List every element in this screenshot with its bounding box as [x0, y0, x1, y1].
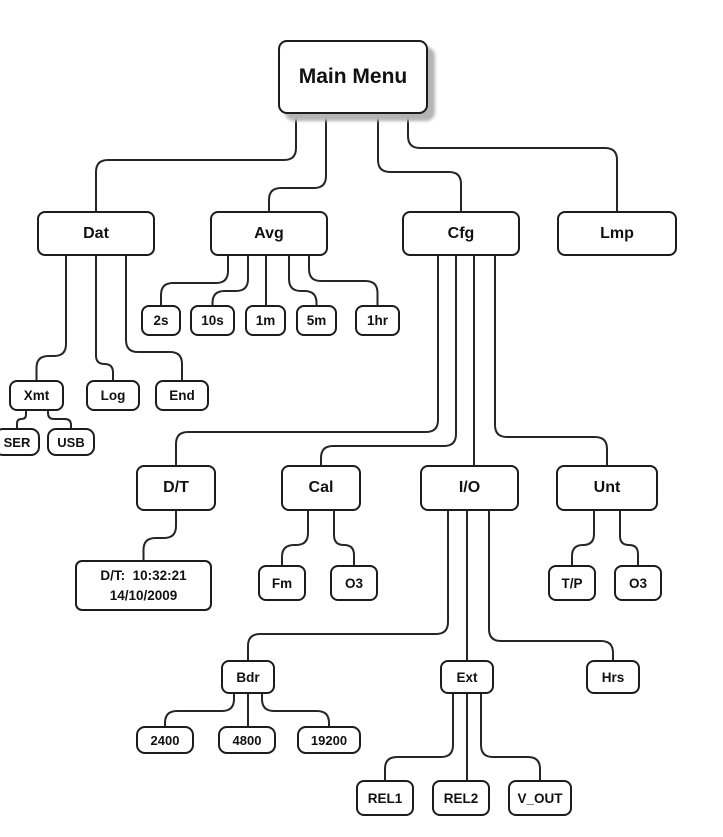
connector-xmt-usb [47, 411, 72, 428]
connector-cfg-cal [320, 256, 457, 465]
node-fm: Fm [258, 565, 306, 601]
connector-io-hrs [488, 511, 614, 660]
node-cal: Cal [281, 465, 361, 511]
connector-cal-fm [281, 511, 309, 565]
node-main: Main Menu [278, 40, 428, 114]
connector-unt-o3unt [619, 511, 639, 565]
connector-cfg-unt [494, 256, 608, 465]
node-avg1m: 1m [245, 305, 286, 336]
node-avg2s: 2s [141, 305, 181, 336]
node-vout: V_OUT [508, 780, 572, 816]
connector-cfg-dt [175, 256, 439, 465]
node-o3unt: O3 [614, 565, 662, 601]
node-ser: SER [0, 428, 40, 456]
node-avg: Avg [210, 211, 328, 256]
connector-avg-avg10s [211, 256, 249, 305]
node-dat: Dat [37, 211, 155, 256]
node-lmp: Lmp [557, 211, 677, 256]
node-cfg: Cfg [402, 211, 520, 256]
connector-main-lmp [407, 114, 618, 211]
node-dtinfo: D/T: 10:32:21 14/10/2009 [75, 560, 212, 611]
node-rel2: REL2 [432, 780, 490, 816]
node-ext: Ext [440, 660, 494, 694]
connector-ext-vout [480, 694, 541, 780]
connector-bdr-b19200 [261, 694, 330, 726]
connector-avg-avg2s [160, 256, 229, 305]
node-end: End [155, 380, 209, 411]
connector-dt-dtinfo [142, 511, 177, 560]
connector-ext-rel1 [384, 694, 454, 780]
node-xmt: Xmt [9, 380, 64, 411]
connector-unt-tp [571, 511, 595, 565]
node-unt: Unt [556, 465, 658, 511]
connector-xmt-ser [16, 411, 27, 428]
connector-avg-avg1hr [308, 256, 379, 305]
node-hrs: Hrs [586, 660, 640, 694]
connector-cal-o3cal [333, 511, 355, 565]
connector-main-cfg [377, 114, 462, 211]
node-rel1: REL1 [356, 780, 414, 816]
node-b19200: 19200 [297, 726, 361, 754]
connector-avg-avg5m [288, 256, 318, 305]
node-avg10s: 10s [190, 305, 235, 336]
node-dt: D/T [136, 465, 216, 511]
node-avg1hr: 1hr [355, 305, 400, 336]
node-usb: USB [47, 428, 95, 456]
connector-bdr-b2400 [164, 694, 235, 726]
node-b4800: 4800 [218, 726, 276, 754]
node-avg5m: 5m [296, 305, 337, 336]
connector-dat-log [95, 256, 114, 380]
connector-dat-xmt [35, 256, 67, 380]
connector-io-bdr [247, 511, 449, 660]
node-b2400: 2400 [136, 726, 194, 754]
connector-dat-end [125, 256, 183, 380]
connector-main-avg [268, 114, 327, 211]
node-bdr: Bdr [221, 660, 275, 694]
node-io: I/O [420, 465, 519, 511]
node-tp: T/P [548, 565, 596, 601]
node-log: Log [86, 380, 140, 411]
connector-main-dat [95, 114, 297, 211]
node-o3cal: O3 [330, 565, 378, 601]
